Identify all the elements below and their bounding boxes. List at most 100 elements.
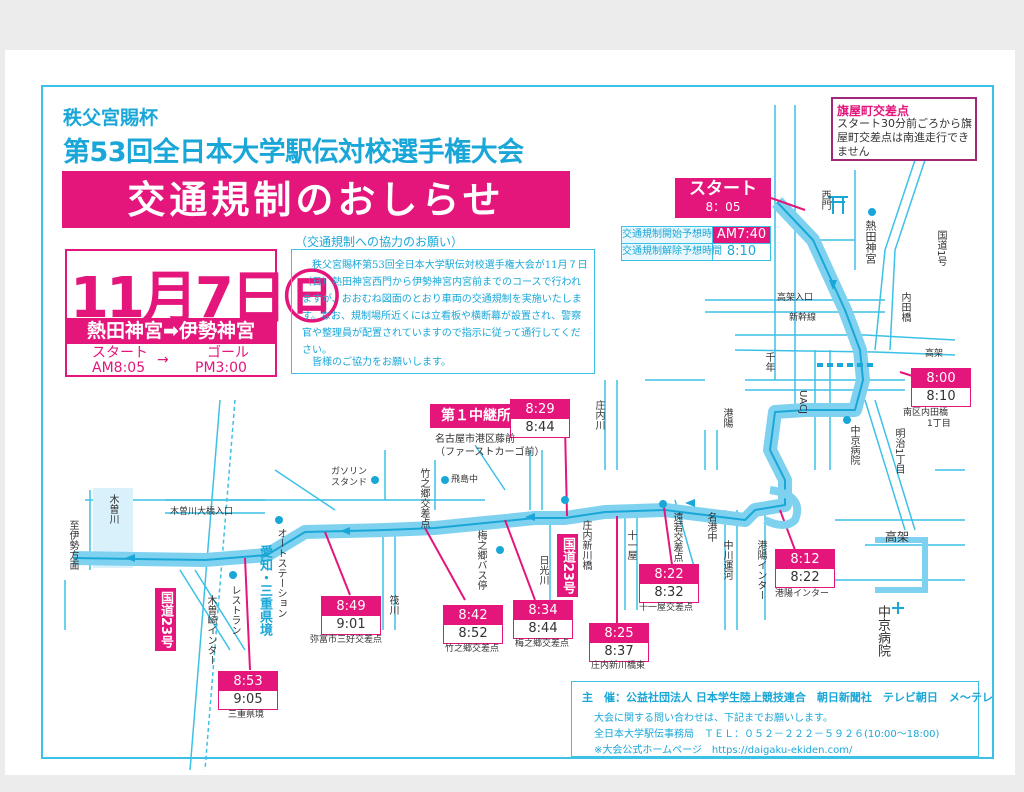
reg-end-value: 8:10 (726, 244, 757, 259)
label-koyo-inter: 港陽インター (755, 540, 766, 600)
poi-relay (561, 496, 569, 504)
road-map (64, 105, 965, 771)
relay-label: 第１中継所 (430, 404, 522, 428)
reg-start-value: AM7:40 (713, 227, 770, 243)
notice-banner: 交通規制のおしらせ (62, 171, 570, 228)
poi-chukyo (843, 416, 851, 424)
reg-start-label: 交通規制開始予想時間 (622, 227, 722, 243)
callout-juichiya (662, 499, 674, 573)
checkpoint-start: 8:34 (514, 601, 572, 620)
callout-koyo (779, 509, 796, 551)
map-sheet: 秩父宮賜杯 第53回全日本大学駅伝対校選手権大会 交通規制のおしらせ 11月7日… (5, 50, 1015, 775)
checkpoint-place: 十一屋交差点 (639, 603, 694, 613)
footer-contact-intro: 大会に関する問い合わせは、下記までお願いします。 (594, 713, 833, 724)
callout-border (244, 557, 251, 671)
route-arrow (125, 554, 135, 562)
relay-note: 名古屋市港区藤前 （ファーストカーゴ前） (435, 433, 545, 459)
label-shinkawa: 庄内新川橋 (580, 520, 591, 570)
label-tobishima: 飛島中 (451, 475, 479, 485)
checkpoint-border: 8:53 9:05 (218, 671, 278, 710)
label-nikko: 日光川 (537, 555, 548, 585)
label-shinkansen: 新幹線 (789, 313, 817, 323)
checkpoint-place: 三重県境 (228, 710, 265, 720)
label-atsuta: 熱田神宮 (864, 220, 877, 264)
koka-ramp (875, 537, 928, 593)
date-box: 11月7日㊐ 熱田神宮➡伊勢神宮 スタート AM8:05 → ゴール PM3:0… (65, 249, 340, 377)
road (874, 399, 916, 531)
checkpoint-end: 9:01 (336, 617, 366, 632)
label-meiji: 明治1丁目 (893, 428, 904, 475)
label-uchidabashi: 内田橋 (899, 292, 910, 322)
label-juichiya: 十一屋 (625, 530, 636, 560)
label-chukyo: 中京病院 (848, 425, 859, 465)
label-auto-station: オートステーション (275, 528, 286, 618)
notice-closing: 皆様のご協力をお願いします。 (312, 357, 451, 368)
checkpoint-start: 8:53 (219, 672, 277, 691)
label-sennen: 千年 (763, 352, 774, 372)
start-time: AM8:05 (92, 360, 146, 376)
callout-miyoshi (324, 531, 351, 596)
checkpoint-start: 8:00 (912, 369, 970, 388)
relay-note-2: （ファーストカーゴ前） (435, 447, 545, 458)
poi-tobishima (441, 476, 449, 484)
course-route-center (72, 201, 864, 561)
notice-box: 秩父宮賜杯第53回全日本大学駅伝対校選手権大会が11月７日（日）熱田神宮西門から… (291, 249, 595, 374)
route-arrows (125, 280, 837, 562)
regulation-times: 交通規制開始予想時間 AM7:40 交通規制解除予想時間 8:10 (621, 226, 771, 261)
koyo-interchange (763, 486, 802, 529)
label-gas: ガソリンスタンド (331, 467, 368, 488)
event-title: 第53回全日本大学駅伝対校選手権大会 (63, 137, 524, 168)
poi-atsuta (868, 208, 876, 216)
route-arrow (340, 527, 350, 535)
checkpoint-miyoshi: 8:49 9:01 (321, 596, 381, 635)
checkpoint-place: 南区内田橋 (903, 408, 949, 418)
checkpoint-start: 8:42 (444, 606, 502, 625)
checkpoint-end: 8:10 (926, 389, 956, 404)
poi-auto (275, 516, 283, 524)
checkpoint-umenogo: 8:34 8:44 (513, 600, 573, 639)
route-label: 熱田神宮➡伊勢神宮 (67, 318, 275, 344)
checkpoint-uchidabashi: 8:00 8:10 (911, 368, 971, 407)
label-kokudo23-west: 国道23号 (155, 588, 176, 652)
hatayacho-title: 旗屋町交差点 (837, 104, 910, 118)
label-kisozaki: 木曽崎インター (205, 595, 216, 665)
poi-meko (659, 500, 667, 508)
poi-umenogo (496, 546, 504, 554)
relay-times: 8:29 8:44 (510, 399, 570, 438)
torii-legs (832, 197, 844, 214)
checkpoint-koyo: 8:12 8:22 (775, 549, 835, 588)
footer-website[interactable]: ※大会公式ホームページ https://daigaku-ekiden.com/ (594, 745, 853, 756)
label-umenogo-bus: 梅之郷バス停 (475, 530, 486, 590)
prefecture-border (204, 399, 236, 771)
label-restaurant: レストラン (229, 585, 240, 635)
road (474, 444, 506, 491)
label-meko: 名港中 (705, 512, 716, 542)
road (734, 349, 956, 356)
label-nakagawa: 中川運河 (721, 540, 732, 580)
label-kokudo1: 国道1号 (935, 230, 946, 267)
notice-title: （交通規制への協力のお願い） (295, 235, 464, 249)
road (194, 569, 246, 651)
route-arrow (685, 499, 695, 507)
label-nishimon: 西門 (819, 190, 830, 210)
label-koka: 高架 (925, 349, 944, 359)
label-ise-dir: 至伊勢方面 (67, 520, 78, 570)
checkpoint-place: 梅之郷交差点 (515, 639, 570, 649)
start-marker-time: 8：05 (705, 200, 741, 214)
road (889, 159, 926, 351)
checkpoint-place-sub: 1丁目 (927, 419, 951, 429)
checkpoint-start: 8:25 (590, 624, 648, 643)
relay-end: 8:44 (525, 420, 555, 435)
road (874, 159, 916, 351)
reg-end-row: 交通規制解除予想時間 8:10 (622, 244, 770, 260)
reg-start-row: 交通規制開始予想時間 AM7:40 (622, 227, 770, 244)
callout-start (770, 197, 806, 211)
footer-office: 全日本大学駅伝事務局 ＴＥＬ：０５２－２２２－５９２６(10:00～18:00) (594, 729, 940, 740)
checkpoint-place: 港陽インター (775, 589, 830, 599)
checkpoint-place: 弥富市三好交差点 (310, 635, 383, 645)
label-takenogo: 竹之郷交差点 (418, 468, 429, 528)
poi-gas (371, 476, 379, 484)
start-label: スタート (92, 345, 148, 361)
checkpoint-start: 8:49 (322, 597, 380, 616)
label-nabeta: 筏川 (387, 595, 398, 615)
